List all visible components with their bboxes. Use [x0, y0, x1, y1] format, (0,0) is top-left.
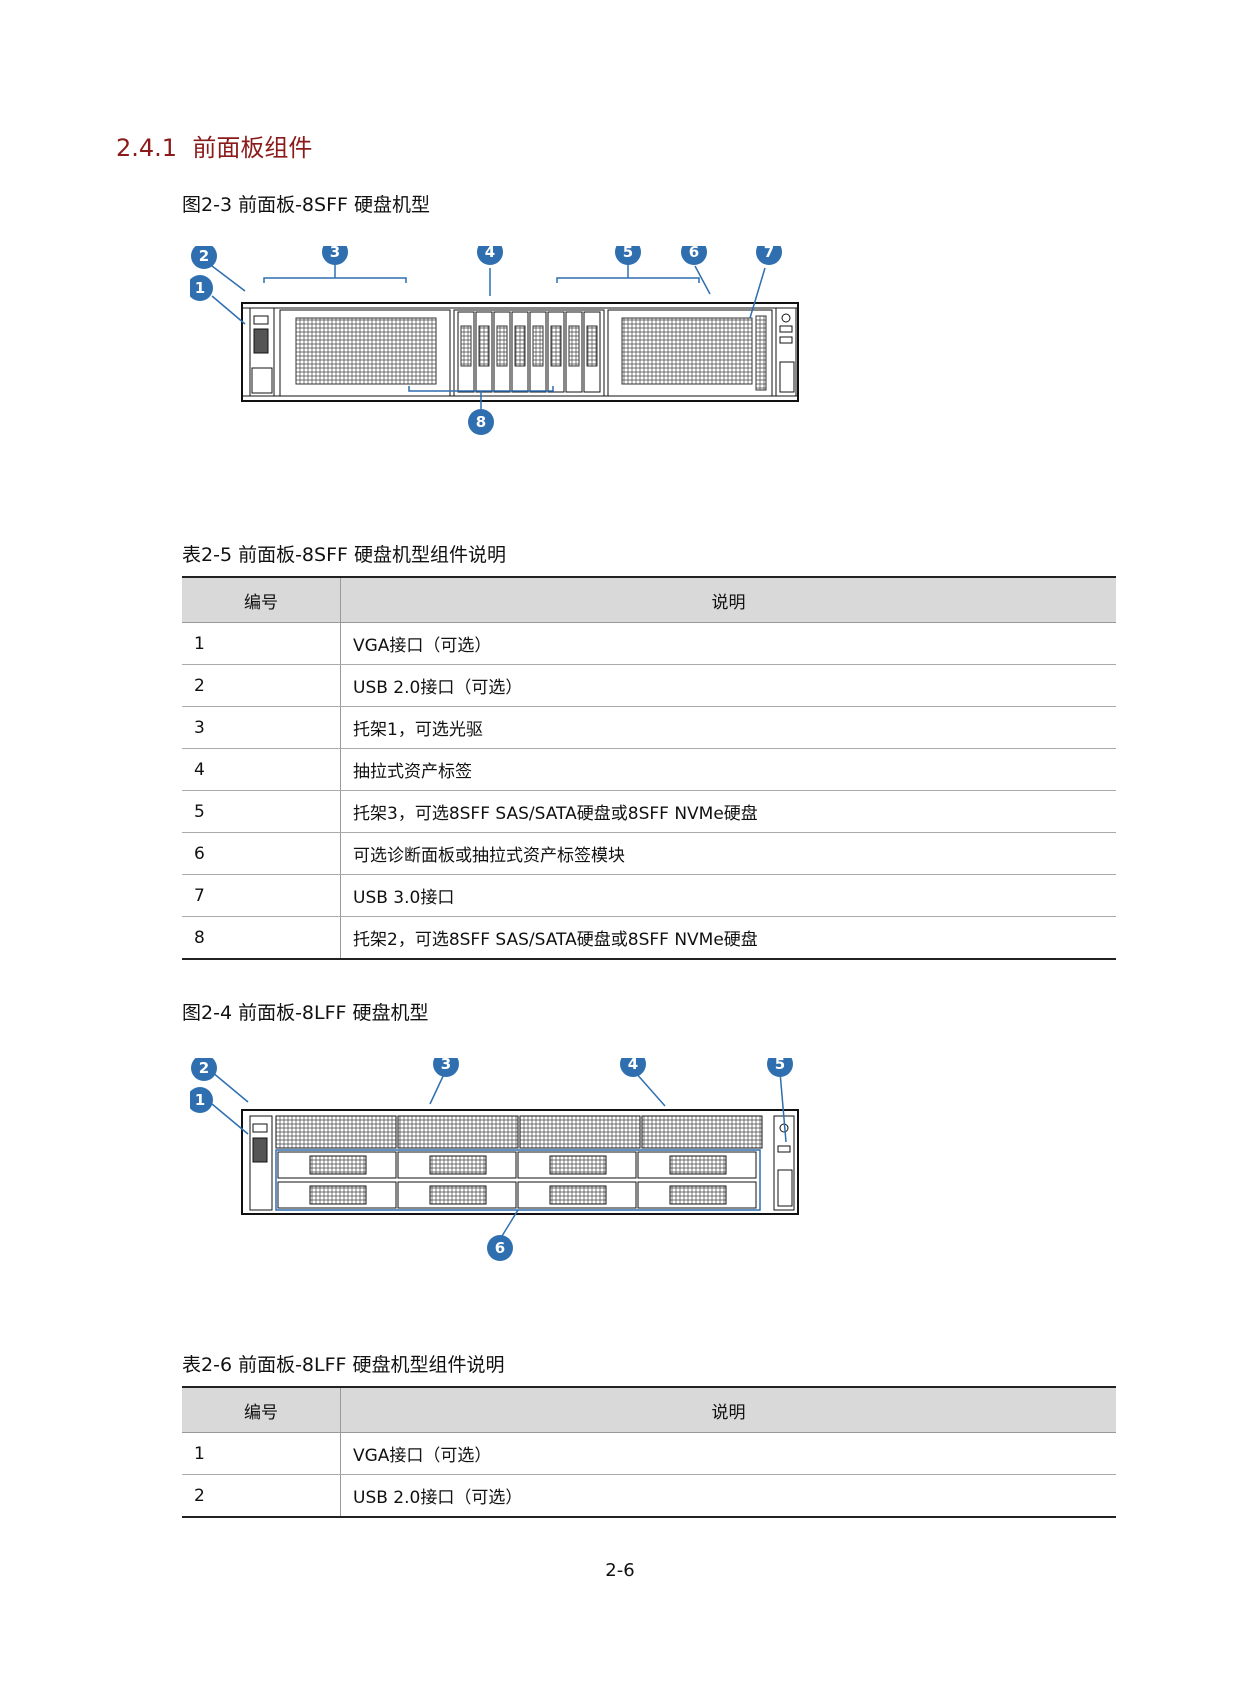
usb3-port [777, 1145, 791, 1153]
callout-1: 1 [190, 275, 213, 301]
bay-3-vent [621, 317, 753, 385]
front-panel-8lff-diagram: 2 1 3 4 5 6 [190, 1058, 799, 1261]
callout-6: 6 [681, 246, 707, 265]
callout-4: 4 [477, 246, 503, 265]
usb3-port [779, 336, 793, 344]
svg-text:1: 1 [195, 1091, 205, 1109]
row-description: USB 2.0接口（可选） [340, 664, 1116, 707]
callout-1: 1 [190, 1087, 213, 1113]
row-number: 1 [182, 622, 341, 665]
svg-text:2: 2 [199, 247, 209, 265]
row-description: 抽拉式资产标签 [340, 748, 1116, 791]
svg-text:3: 3 [330, 246, 340, 261]
callout-2: 2 [191, 246, 217, 269]
row-description: 托架1，可选光驱 [340, 706, 1116, 749]
row-description: USB 3.0接口 [340, 874, 1116, 917]
callout-3: 3 [433, 1058, 459, 1077]
row-number: 1 [182, 1432, 341, 1475]
table-caption-8lff: 表2-6 前面板-8LFF 硬盘机型组件说明 [182, 1354, 505, 1376]
header-number: 编号 [182, 1386, 341, 1433]
row-number: 4 [182, 748, 341, 791]
row-number: 6 [182, 832, 341, 875]
svg-text:3: 3 [441, 1058, 451, 1073]
svg-text:2: 2 [199, 1059, 209, 1077]
vga-port [253, 328, 269, 354]
row-number: 2 [182, 664, 341, 707]
section-title-text: 前面板组件 [192, 134, 313, 162]
svg-text:7: 7 [764, 246, 774, 261]
callout-4: 4 [620, 1058, 646, 1077]
svg-text:8: 8 [476, 413, 486, 431]
front-panel-8sff-diagram: 2 1 3 4 5 6 7 8 [190, 246, 799, 435]
row-number: 8 [182, 916, 341, 960]
vga-port [252, 1137, 268, 1163]
usb2-port [252, 1123, 268, 1133]
section-title: 2.4.1 前面板组件 [116, 128, 312, 163]
callout-5: 5 [767, 1058, 793, 1077]
callout-3: 3 [322, 246, 348, 265]
usb2-port [253, 315, 269, 325]
row-description: VGA接口（可选） [340, 622, 1116, 665]
callout-2: 2 [191, 1058, 217, 1081]
figure-caption-8sff: 图2-3 前面板-8SFF 硬盘机型 [182, 194, 430, 216]
sff-drives [457, 311, 601, 393]
diagnostic-panel [755, 315, 767, 391]
header-number: 编号 [182, 576, 341, 623]
row-description: VGA接口（可选） [340, 1432, 1116, 1475]
header-description: 说明 [340, 1386, 1116, 1433]
section-number: 2.4.1 [116, 134, 178, 162]
svg-text:1: 1 [195, 279, 205, 297]
svg-text:5: 5 [775, 1058, 785, 1073]
svg-text:4: 4 [628, 1058, 638, 1073]
header-description: 说明 [340, 576, 1116, 623]
callout-8: 8 [468, 409, 494, 435]
top-vents [275, 1115, 763, 1149]
row-description: USB 2.0接口（可选） [340, 1474, 1116, 1518]
figure-caption-8lff: 图2-4 前面板-8LFF 硬盘机型 [182, 1002, 429, 1024]
svg-text:5: 5 [623, 246, 633, 261]
page-number: 2-6 [605, 1560, 635, 1581]
table-header-row: 编号 说明 [182, 1386, 1116, 1433]
svg-text:6: 6 [689, 246, 699, 261]
table-header-row: 编号 说明 [182, 576, 1116, 623]
row-number: 7 [182, 874, 341, 917]
row-number: 2 [182, 1474, 341, 1518]
row-description: 托架3，可选8SFF SAS/SATA硬盘或8SFF NVMe硬盘 [340, 790, 1116, 833]
table-caption-8sff: 表2-5 前面板-8SFF 硬盘机型组件说明 [182, 544, 506, 566]
callout-5: 5 [615, 246, 641, 265]
svg-text:4: 4 [485, 246, 495, 261]
row-description: 托架2，可选8SFF SAS/SATA硬盘或8SFF NVMe硬盘 [340, 916, 1116, 960]
callout-7: 7 [756, 246, 782, 265]
row-description: 可选诊断面板或抽拉式资产标签模块 [340, 832, 1116, 875]
row-number: 3 [182, 706, 341, 749]
callout-6: 6 [487, 1235, 513, 1261]
svg-text:6: 6 [495, 1239, 505, 1257]
lff-drives [277, 1151, 757, 1209]
row-number: 5 [182, 790, 341, 833]
bay-1-vent [295, 317, 437, 385]
